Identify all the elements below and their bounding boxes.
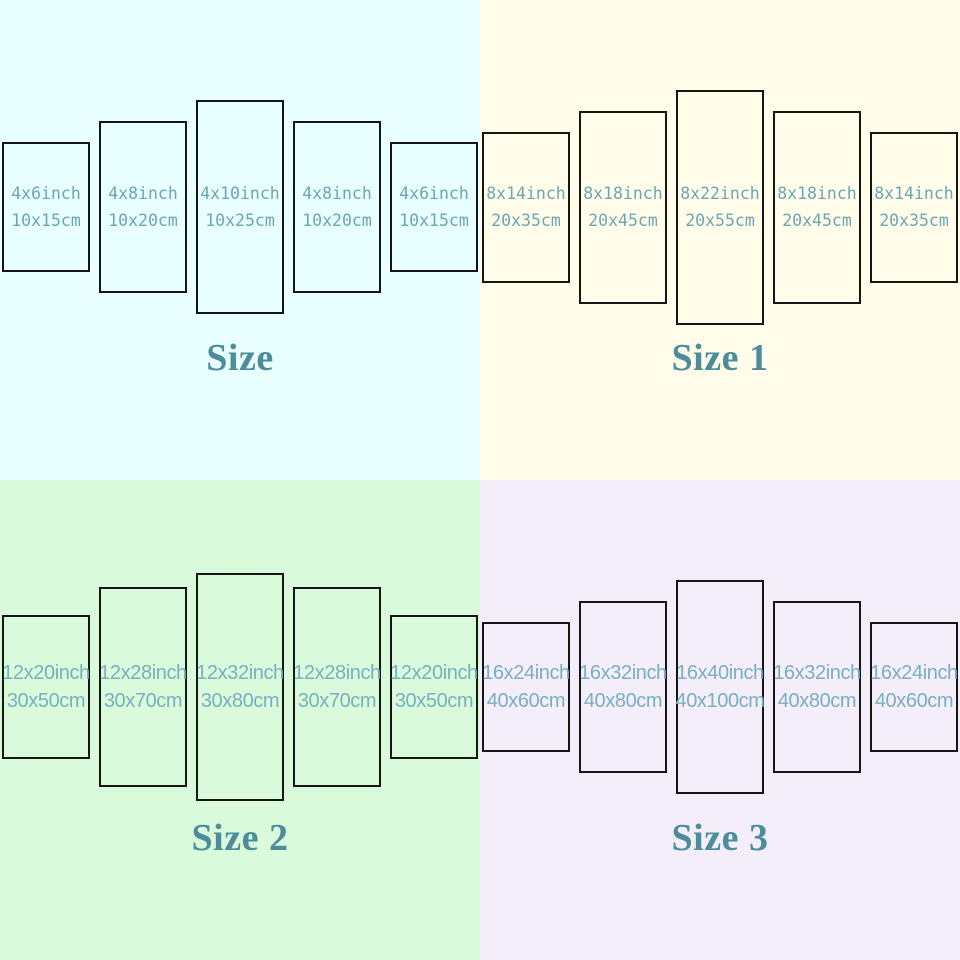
panel-inch-label: 16x40inch xyxy=(676,662,764,684)
panel-4x6inch: 4x6inch 10x15cm xyxy=(390,142,478,272)
panel-row: 4x6inch 10x15cm 4x8inch 10x20cm 4x10inch 10x2… xyxy=(0,0,480,414)
panel-inch-label: 8x14inch xyxy=(486,184,566,203)
panel-inch-label: 4x6inch xyxy=(399,184,469,203)
panel-12x20inch: 12x20inch 30x50cm xyxy=(390,615,478,759)
panel-cm-label: 20x45cm xyxy=(782,211,852,230)
panel-cm-label: 30x70cm xyxy=(103,690,183,712)
panel-cm-label: 30x50cm xyxy=(6,690,86,712)
panel-4x6inch: 4x6inch 10x15cm xyxy=(2,142,90,272)
panel-cm-label: 30x50cm xyxy=(394,690,474,712)
panel-16x40inch: 16x40inch 40x100cm xyxy=(675,580,765,794)
panel-inch-label: 12x20inch xyxy=(2,662,90,684)
panel-row: 16x24inch 40x60cm 16x32inch 40x80cm 16x40inc… xyxy=(480,480,960,894)
panel-16x24inch: 16x24inch 40x60cm xyxy=(482,622,570,752)
panel-8x18inch: 8x18inch 20x45cm xyxy=(773,110,861,304)
panel-cm-label: 40x60cm xyxy=(874,690,954,712)
quadrant-title: Size 2 xyxy=(191,817,289,859)
panel-cm-label: 40x80cm xyxy=(583,690,663,712)
quadrant-title: Size xyxy=(206,337,274,379)
panel-4x8inch: 4x8inch 10x20cm xyxy=(99,121,187,293)
panel-inch-label: 4x10inch xyxy=(200,184,280,203)
panel-12x20inch: 12x20inch 30x50cm xyxy=(2,615,90,759)
panel-inch-label: 8x22inch xyxy=(680,184,760,203)
panel-cm-label: 40x100cm xyxy=(675,690,765,712)
panel-16x32inch: 16x32inch 40x80cm xyxy=(579,601,667,773)
panel-8x14inch: 8x14inch 20x35cm xyxy=(870,131,958,283)
panel-8x22inch: 8x22inch 20x55cm xyxy=(676,89,764,325)
panel-cm-label: 10x15cm xyxy=(11,211,81,230)
panel-12x32inch: 12x32inch 30x80cm xyxy=(196,573,284,801)
panel-cm-label: 30x70cm xyxy=(297,690,377,712)
panel-inch-label: 8x18inch xyxy=(583,184,663,203)
panel-inch-label: 12x28inch xyxy=(99,662,187,684)
panel-inch-label: 12x32inch xyxy=(196,662,284,684)
quadrant-size-3: 16x24inch 40x60cm 16x32inch 40x80cm 16x40inc… xyxy=(480,480,960,960)
panel-inch-label: 4x8inch xyxy=(108,184,178,203)
panel-8x18inch: 8x18inch 20x45cm xyxy=(579,110,667,304)
panel-16x32inch: 16x32inch 40x80cm xyxy=(773,601,861,773)
panel-inch-label: 8x14inch xyxy=(874,184,954,203)
quadrant-title: Size 3 xyxy=(671,817,769,859)
panel-row: 8x14inch 20x35cm 8x18inch 20x45cm 8x22inch 20… xyxy=(480,0,960,414)
quadrant-size-1: 8x14inch 20x35cm 8x18inch 20x45cm 8x22inch 20… xyxy=(480,0,960,480)
quadrant-size-2: 12x20inch 30x50cm 12x28inch 30x70cm 12x32inc… xyxy=(0,480,480,960)
panel-cm-label: 20x35cm xyxy=(879,211,949,230)
panel-inch-label: 8x18inch xyxy=(777,184,857,203)
panel-cm-label: 40x80cm xyxy=(777,690,857,712)
panel-inch-label: 16x32inch xyxy=(773,662,861,684)
panel-cm-label: 20x45cm xyxy=(588,211,658,230)
panel-cm-label: 40x60cm xyxy=(486,690,566,712)
panel-12x28inch: 12x28inch 30x70cm xyxy=(293,587,381,787)
panel-cm-label: 10x15cm xyxy=(399,211,469,230)
panel-4x10inch: 4x10inch 10x25cm xyxy=(196,100,284,314)
panel-8x14inch: 8x14inch 20x35cm xyxy=(482,131,570,283)
panel-inch-label: 12x20inch xyxy=(390,662,478,684)
panel-cm-label: 10x20cm xyxy=(302,211,372,230)
panel-cm-label: 30x80cm xyxy=(200,690,280,712)
panel-4x8inch: 4x8inch 10x20cm xyxy=(293,121,381,293)
panel-cm-label: 10x20cm xyxy=(108,211,178,230)
panel-inch-label: 16x32inch xyxy=(579,662,667,684)
panel-cm-label: 20x35cm xyxy=(491,211,561,230)
panel-cm-label: 20x55cm xyxy=(685,211,755,230)
panel-cm-label: 10x25cm xyxy=(205,211,275,230)
panel-inch-label: 4x6inch xyxy=(11,184,81,203)
panel-row: 12x20inch 30x50cm 12x28inch 30x70cm 12x32inc… xyxy=(0,480,480,894)
panel-inch-label: 16x24inch xyxy=(482,662,570,684)
quadrant-size: 4x6inch 10x15cm 4x8inch 10x20cm 4x10inch 10x2… xyxy=(0,0,480,480)
panel-12x28inch: 12x28inch 30x70cm xyxy=(99,587,187,787)
panel-inch-label: 12x28inch xyxy=(293,662,381,684)
quadrant-title: Size 1 xyxy=(671,337,769,379)
panel-inch-label: 4x8inch xyxy=(302,184,372,203)
panel-inch-label: 16x24inch xyxy=(870,662,958,684)
panel-16x24inch: 16x24inch 40x60cm xyxy=(870,622,958,752)
